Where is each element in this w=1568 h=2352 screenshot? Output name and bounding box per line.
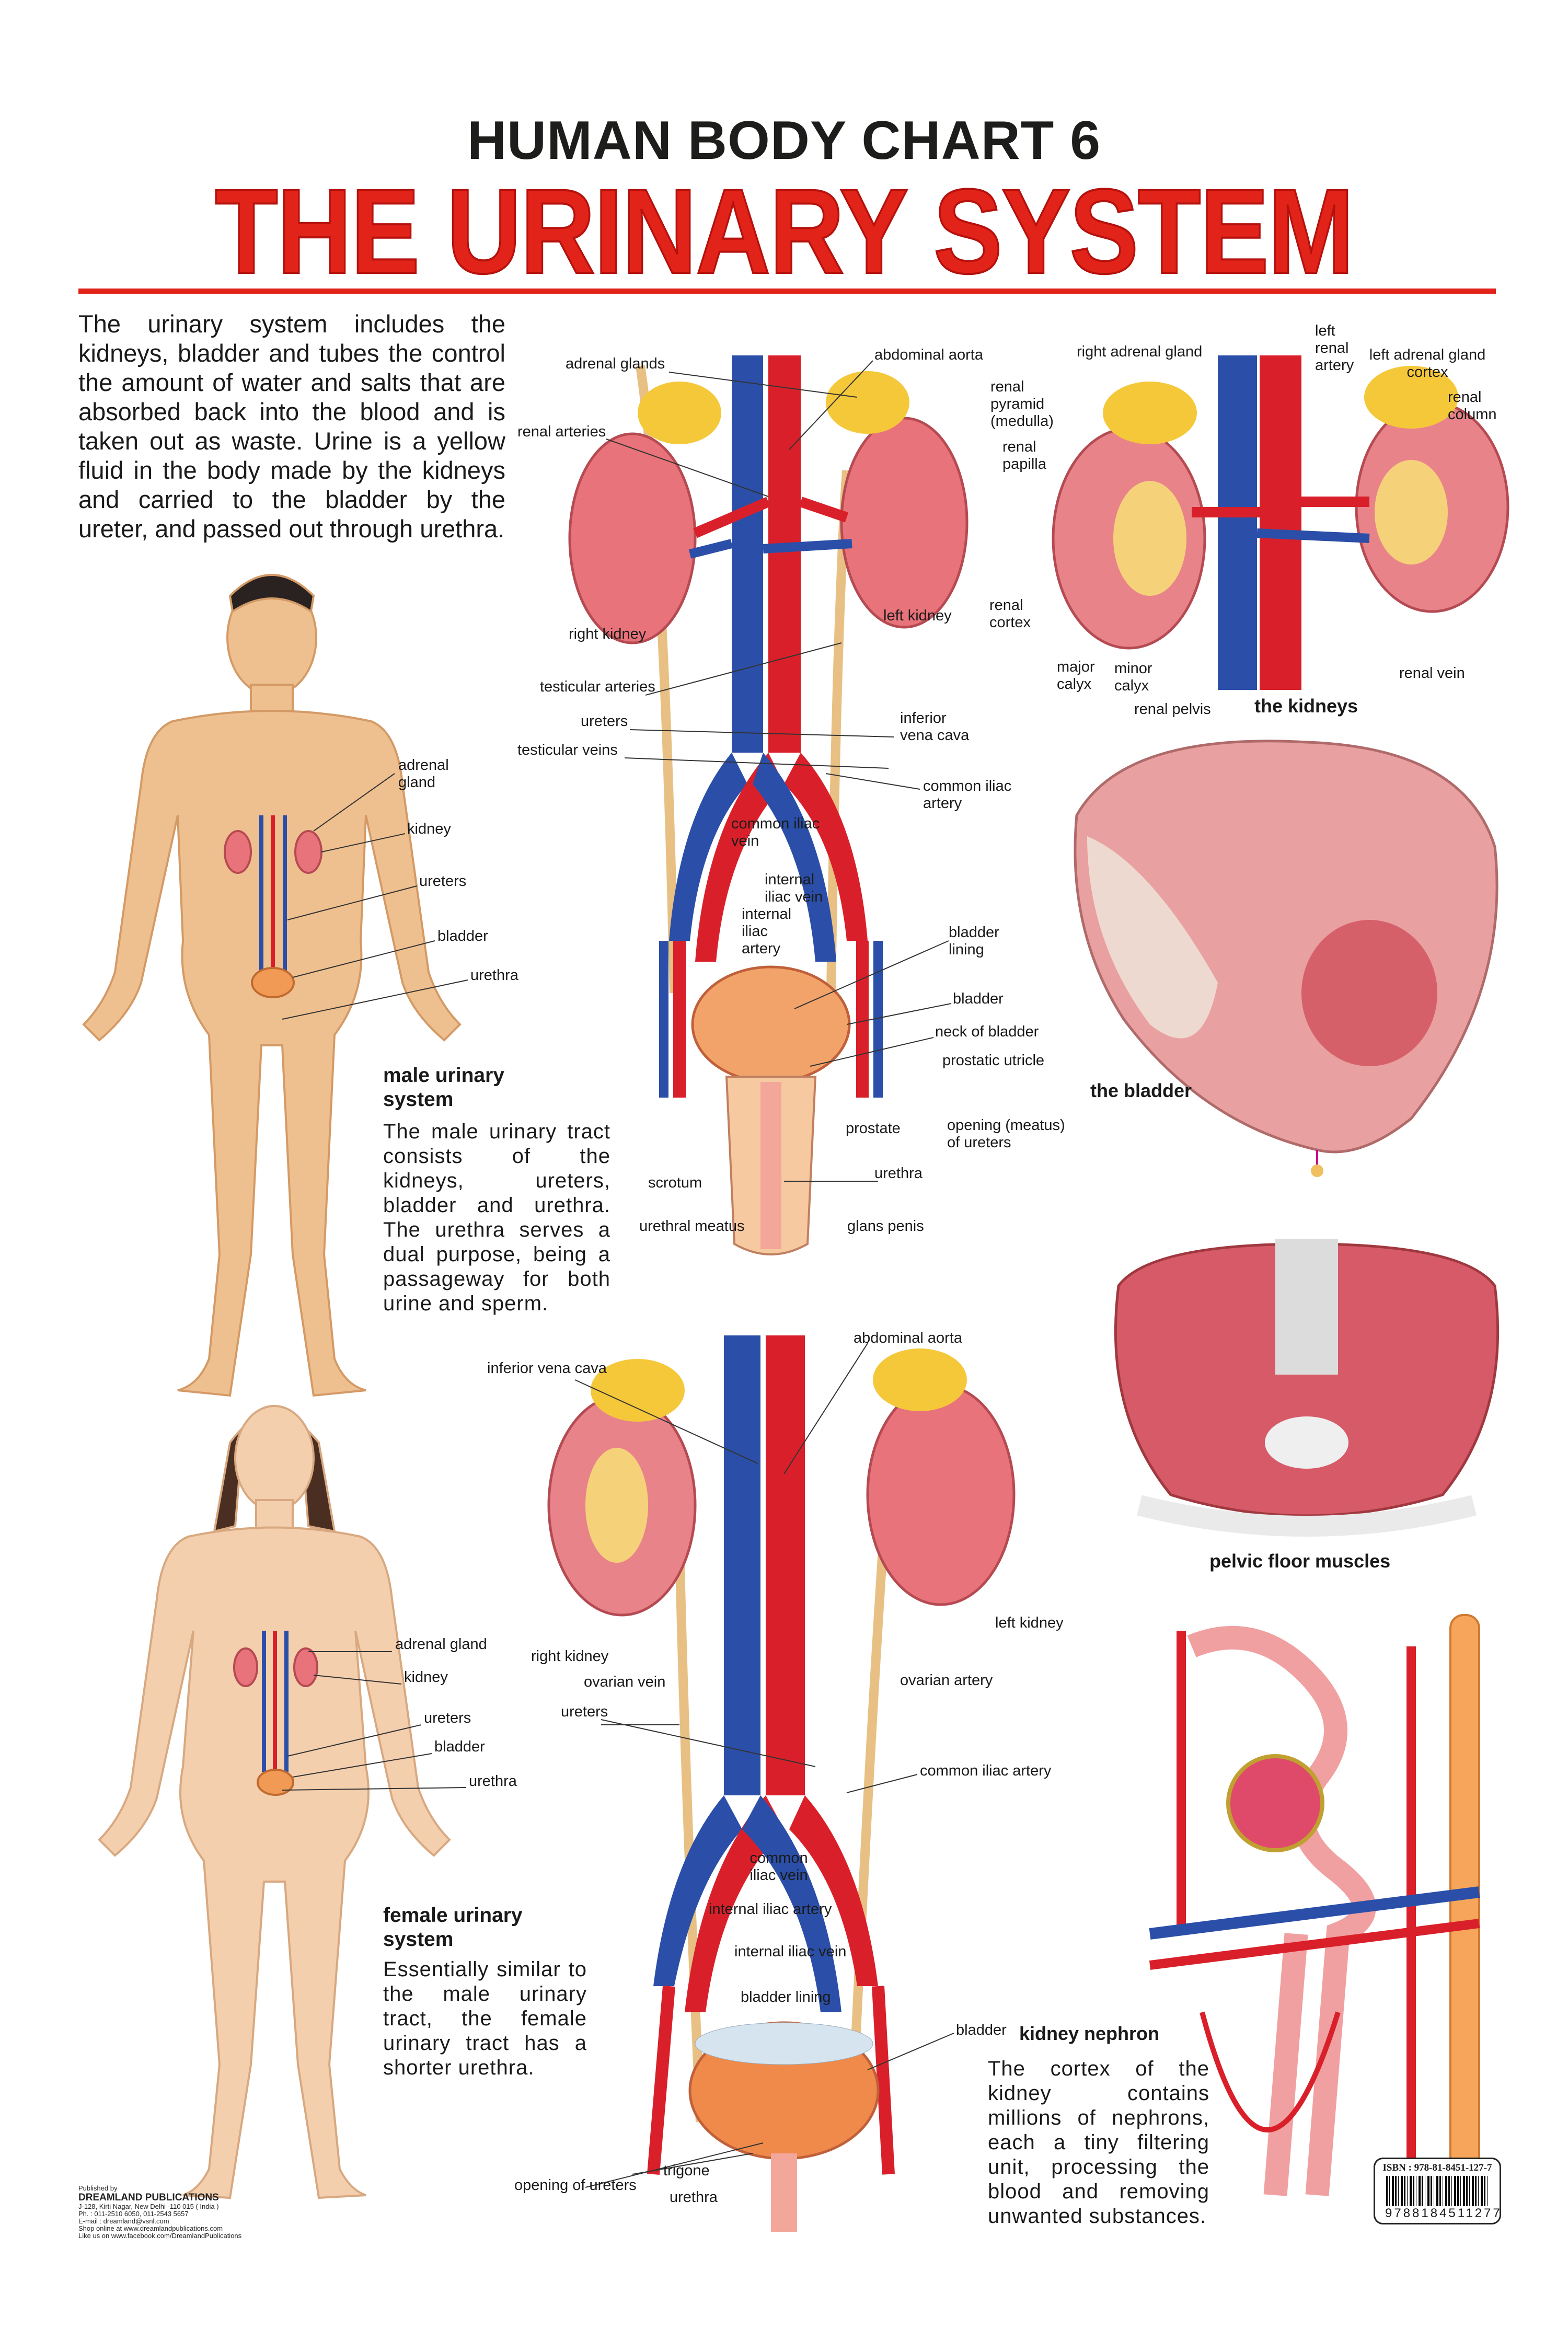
female-figure-leader-lines: [282, 1651, 467, 1791]
barcode-number: 9788184511277: [1385, 2206, 1502, 2221]
label-opening-of-ureters: opening (meatus) of ureters: [947, 1117, 1065, 1151]
intro-text: The urinary system includes the kidneys,…: [78, 310, 505, 543]
f-label-bladder-lining: bladder lining: [741, 1989, 831, 2005]
female-diagram-leader-lines: [574, 1343, 954, 2188]
kidneys-diagram: [1052, 355, 1509, 690]
label-scrotum: scrotum: [648, 1174, 702, 1191]
label-renal-arteries: renal arteries: [517, 423, 606, 440]
kidneys-caption: the kidneys: [1254, 695, 1358, 717]
label-urethral-meatus: urethral meatus: [639, 1218, 745, 1235]
label-testicular-arteries: testicular arteries: [540, 678, 655, 695]
female-text: Essentially similar to the male urinary …: [383, 1958, 587, 2079]
male-heading: male urinary system: [383, 1064, 504, 1111]
label-prostate: prostate: [846, 1120, 901, 1137]
male-figure-illustration: [82, 574, 462, 1397]
f-label-ovarian-artery: ovarian artery: [900, 1672, 993, 1689]
nephron-illustration: [1149, 1614, 1480, 2222]
male-urinary-diagram: [568, 355, 969, 1255]
pelvic-floor-illustration: [1114, 1239, 1500, 1537]
label-adrenal-glands: adrenal glands: [566, 355, 665, 372]
f-label-common-iliac-vein: common iliac vein: [750, 1850, 808, 1884]
publisher-name: DREAMLAND PUBLICATIONS: [78, 2192, 219, 2203]
label-urethra: urethra: [874, 1165, 923, 1182]
f-label-ureters: ureters: [561, 1703, 608, 1720]
male-diagram-leader-lines: [606, 360, 952, 1182]
label-internal-iliac-artery: internal iliac artery: [742, 906, 792, 957]
label-neck-of-bladder: neck of bladder: [935, 1023, 1039, 1040]
male-label-urethra: urethra: [470, 967, 518, 984]
label-renal-vein: renal vein: [1399, 665, 1465, 682]
female-label-bladder: bladder: [434, 1738, 485, 1755]
f-label-abdominal-aorta: abdominal aorta: [854, 1330, 962, 1346]
bladder-illustration: [1074, 740, 1498, 1177]
male-label-adrenal-gland: adrenal gland: [398, 757, 449, 791]
barcode: [1386, 2176, 1489, 2208]
female-label-urethra: urethra: [469, 1773, 517, 1790]
nephron-heading: kidney nephron: [1019, 2023, 1160, 2044]
label-inferior-vena-cava: inferior vena cava: [900, 710, 970, 744]
pelvic-caption: pelvic floor muscles: [1209, 1550, 1391, 1572]
label-left-renal-artery: left renal artery: [1315, 322, 1354, 374]
f-label-internal-iliac-artery: internal iliac artery: [709, 1901, 832, 1918]
f-label-bladder: bladder: [956, 2022, 1007, 2038]
publisher-block: Published by DREAMLAND PUBLICATIONS J-12…: [78, 2185, 241, 2240]
male-figure-leader-lines: [282, 773, 468, 1020]
label-right-kidney: right kidney: [569, 626, 647, 642]
label-abdominal-aorta: abdominal aorta: [874, 347, 983, 363]
f-label-right-kidney: right kidney: [531, 1648, 609, 1665]
label-minor-calyx: minor calyx: [1114, 660, 1152, 694]
f-label-internal-iliac-vein: internal iliac vein: [734, 1943, 847, 1960]
f-label-common-iliac-artery: common iliac artery: [920, 1762, 1052, 1779]
f-label-urethra: urethra: [670, 2189, 718, 2206]
series-title: HUMAN BODY CHART 6: [467, 110, 1101, 171]
male-text: The male urinary tract consists of the k…: [383, 1120, 610, 1315]
label-bladder-lining: bladder lining: [949, 924, 999, 958]
publisher-address: J-128, Kirti Nagar, New Delhi -110 015 (…: [78, 2203, 219, 2210]
label-left-kidney: left kidney: [883, 607, 952, 624]
label-renal-cortex: renal cortex: [989, 597, 1031, 631]
label-major-calyx: major calyx: [1057, 659, 1095, 693]
female-figure-illustration: [98, 1405, 451, 2199]
female-heading: female urinary system: [383, 1904, 523, 1951]
bladder-caption: the bladder: [1090, 1080, 1192, 1101]
male-label-kidney: kidney: [407, 821, 451, 837]
publisher-by: Published by: [78, 2184, 118, 2192]
female-label-adrenal-gland: adrenal gland: [395, 1636, 487, 1653]
female-label-kidney: kidney: [404, 1669, 448, 1686]
f-label-trigone: trigone: [663, 2162, 710, 2179]
f-label-left-kidney: left kidney: [995, 1615, 1064, 1631]
label-renal-column: renal column: [1448, 389, 1497, 423]
label-common-iliac-artery: common iliac artery: [923, 778, 1012, 812]
label-testicular-veins: testicular veins: [517, 742, 618, 758]
label-renal-pelvis: renal pelvis: [1134, 701, 1211, 718]
f-label-opening-of-ureters: opening of ureters: [514, 2177, 637, 2194]
publisher-facebook: Like us on www.facebook.com/DreamlandPub…: [78, 2232, 242, 2240]
label-left-adrenal-gland-cortex: left adrenal gland cortex: [1369, 347, 1486, 381]
f-label-ovarian-vein: ovarian vein: [584, 1674, 666, 1690]
page-title: THE URINARY SYSTEM: [214, 163, 1355, 299]
female-urinary-diagram: [547, 1335, 1016, 2232]
publisher-phone: Ph. : 011-2510 6050, 011-2543 5657: [78, 2210, 189, 2218]
label-right-adrenal-gland: right adrenal gland: [1077, 343, 1203, 360]
nephron-text: The cortex of the kidney contains millio…: [988, 2057, 1209, 2228]
isbn-box: ISBN : 978-81-8451-127-7 9788184511277: [1374, 2158, 1501, 2224]
male-label-bladder: bladder: [437, 928, 488, 944]
label-glans-penis: glans penis: [847, 1218, 924, 1235]
isbn-label: ISBN : 978-81-8451-127-7: [1382, 2162, 1492, 2173]
label-ureters: ureters: [581, 713, 628, 730]
publisher-email: E-mail : dreamland@vsnl.com: [78, 2217, 169, 2225]
label-renal-papilla: renal papilla: [1002, 439, 1046, 472]
label-prostatic-utricle: prostatic utricle: [942, 1052, 1045, 1069]
label-internal-iliac-vein: internal iliac vein: [765, 871, 823, 905]
female-label-ureters: ureters: [424, 1710, 471, 1726]
male-label-ureters: ureters: [419, 873, 467, 890]
label-renal-pyramid: renal pyramid (medulla): [990, 378, 1054, 430]
label-common-iliac-vein: common iliac vein: [731, 815, 820, 849]
title-divider: [78, 289, 1496, 294]
f-label-inferior-vena-cava: inferior vena cava: [487, 1360, 607, 1377]
label-bladder: bladder: [953, 990, 1004, 1007]
publisher-shop: Shop online at www.dreamlandpublications…: [78, 2224, 223, 2232]
